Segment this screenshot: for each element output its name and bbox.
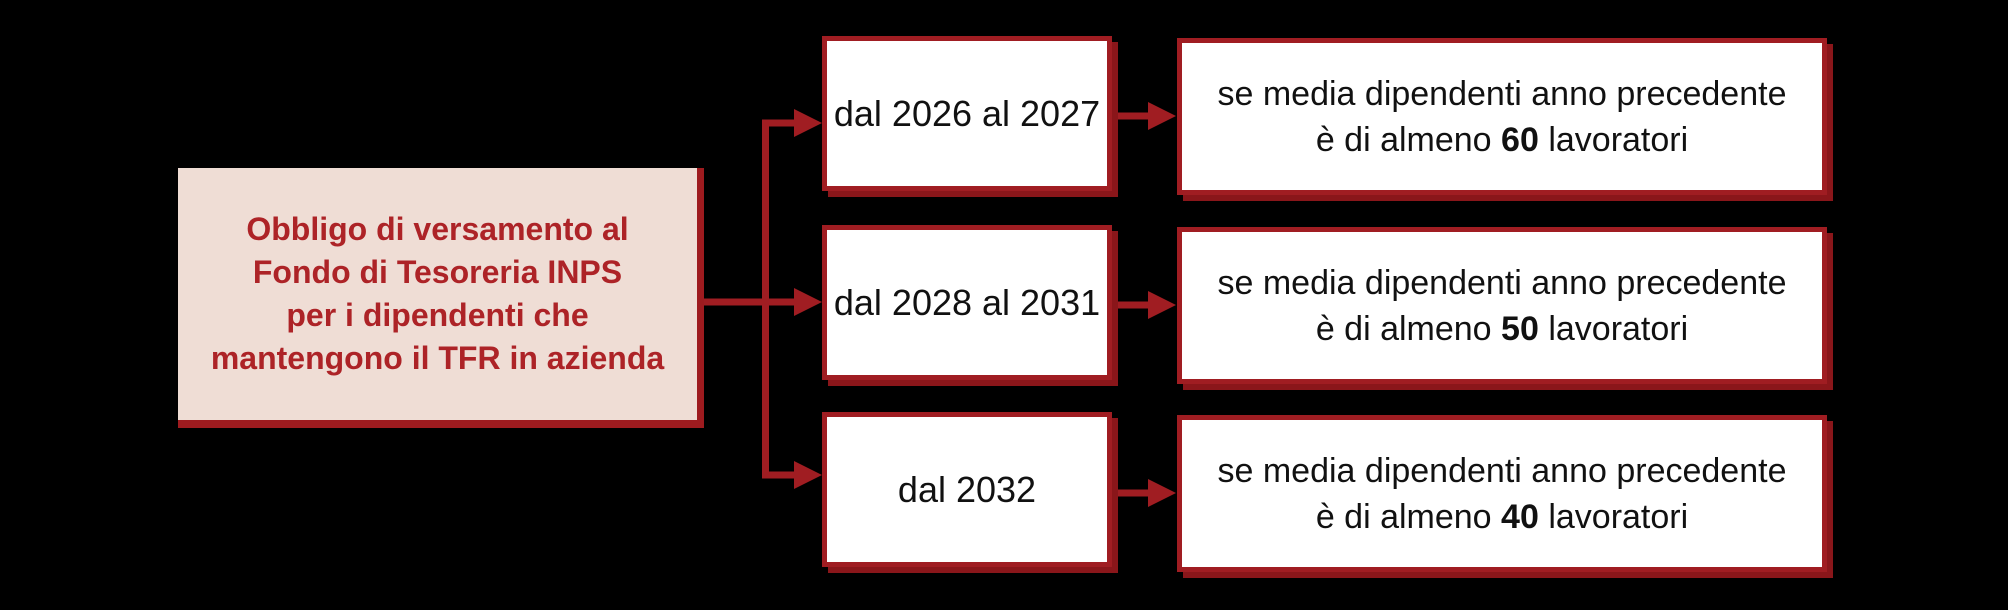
condition-3-line-1: se media dipendenti anno precedente bbox=[1217, 451, 1787, 490]
root-box-text: Obbligo di versamento al Fondo di Tesore… bbox=[211, 208, 664, 380]
condition-box-2: se media dipendenti anno precedente è di… bbox=[1177, 227, 1827, 384]
condition-box-1: se media dipendenti anno precedente è di… bbox=[1177, 38, 1827, 195]
arrowhead-period-1 bbox=[794, 109, 822, 137]
period-box-1-label: dal 2026 al 2027 bbox=[833, 92, 1101, 134]
period-box-2-label: dal 2028 al 2031 bbox=[833, 281, 1101, 323]
condition-1-threshold: 60 bbox=[1501, 120, 1539, 159]
condition-2-line-1: se media dipendenti anno precedente bbox=[1217, 263, 1787, 302]
condition-box-3: se media dipendenti anno precedente è di… bbox=[1177, 415, 1827, 572]
root-box: Obbligo di versamento al Fondo di Tesore… bbox=[178, 168, 704, 428]
arrowhead-period-3 bbox=[794, 461, 822, 489]
condition-2-before: è di almeno bbox=[1315, 309, 1492, 348]
root-box-line-4: mantengono il TFR in azienda bbox=[210, 340, 665, 376]
period-box-1: dal 2026 al 2027 bbox=[822, 36, 1112, 191]
condition-3-before: è di almeno bbox=[1315, 497, 1492, 536]
condition-1-before: è di almeno bbox=[1315, 120, 1492, 159]
condition-2-threshold: 50 bbox=[1501, 309, 1539, 348]
condition-3-after: lavoratori bbox=[1548, 497, 1689, 536]
arrowhead-condition-1 bbox=[1148, 102, 1176, 130]
period-box-3-label: dal 2032 bbox=[897, 468, 1037, 510]
condition-box-3-text: se media dipendenti anno precedente è di… bbox=[1218, 448, 1787, 540]
condition-1-after: lavoratori bbox=[1548, 120, 1689, 159]
condition-1-line-2: è di almeno 60 lavoratori bbox=[1316, 121, 1688, 159]
arrowhead-period-2 bbox=[794, 288, 822, 316]
root-box-line-2: Fondo di Tesoreria INPS bbox=[252, 254, 623, 290]
arrowhead-condition-2 bbox=[1148, 291, 1176, 319]
arrowhead-condition-3 bbox=[1148, 479, 1176, 507]
condition-3-line-2: è di almeno 40 lavoratori bbox=[1316, 498, 1688, 536]
condition-2-after: lavoratori bbox=[1548, 309, 1689, 348]
condition-1-line-1: se media dipendenti anno precedente bbox=[1217, 74, 1787, 113]
condition-2-line-2: è di almeno 50 lavoratori bbox=[1316, 310, 1688, 348]
period-box-2: dal 2028 al 2031 bbox=[822, 225, 1112, 380]
root-box-line-1: Obbligo di versamento al bbox=[246, 211, 629, 247]
period-box-3: dal 2032 bbox=[822, 412, 1112, 567]
condition-box-1-text: se media dipendenti anno precedente è di… bbox=[1218, 71, 1787, 163]
root-box-line-3: per i dipendenti che bbox=[286, 297, 589, 333]
condition-box-2-text: se media dipendenti anno precedente è di… bbox=[1218, 260, 1787, 352]
condition-3-threshold: 40 bbox=[1501, 497, 1539, 536]
branch-trunk-line bbox=[762, 119, 800, 479]
